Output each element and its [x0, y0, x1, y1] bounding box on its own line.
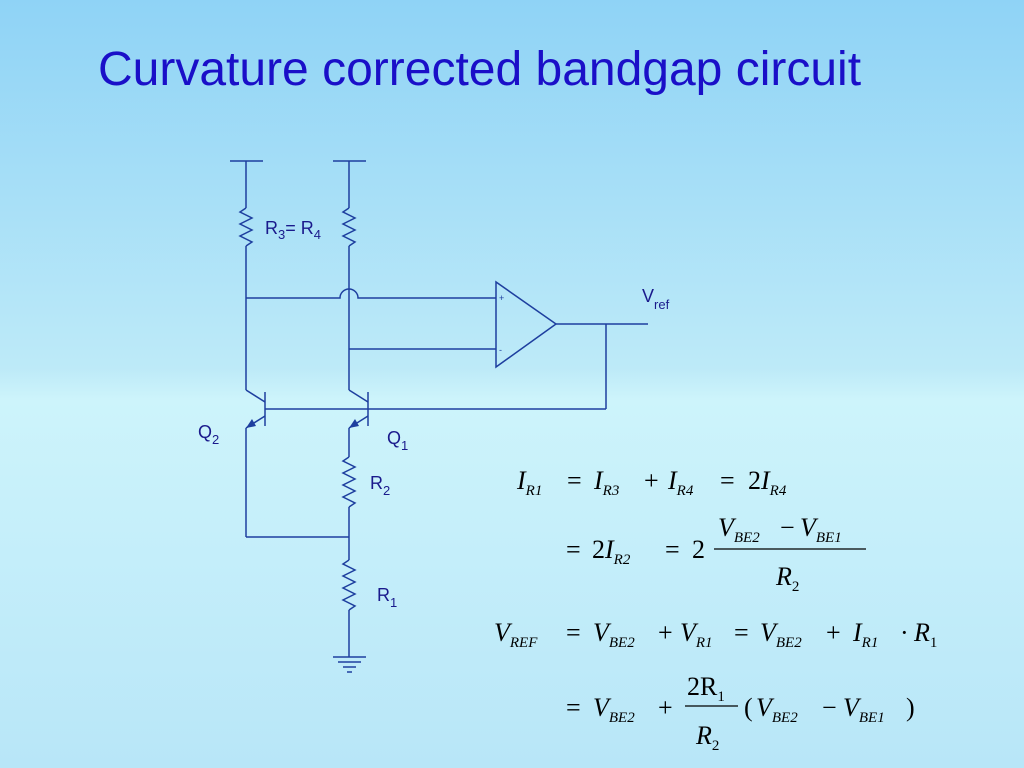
svg-text:VR1: VR1: [680, 618, 713, 651]
label-r2: R2: [370, 473, 390, 498]
svg-text:VBE2: VBE2: [760, 618, 802, 651]
label-vref: Vref: [642, 286, 670, 312]
opamp-symbol: [495, 280, 558, 369]
svg-text:+: +: [658, 693, 673, 722]
svg-text:+: +: [644, 466, 659, 495]
svg-text:=: =: [566, 535, 581, 564]
svg-text:+: +: [658, 618, 673, 647]
svg-text:R2: R2: [775, 562, 799, 595]
svg-text:=: =: [734, 618, 749, 647]
svg-text:VBE2: VBE2: [593, 618, 635, 651]
svg-text:VBE2: VBE2: [718, 513, 760, 546]
label-q1: Q1: [387, 428, 408, 453]
svg-text:IR1: IR1: [852, 618, 878, 651]
resistor-r1: [341, 559, 357, 611]
svg-text:2IR2: 2IR2: [592, 535, 631, 568]
svg-text:VBE2: VBE2: [593, 693, 635, 726]
wire-to-plus-input: [246, 288, 496, 299]
svg-text:R1: R1: [913, 618, 937, 651]
svg-text:=: =: [566, 618, 581, 647]
svg-text:): ): [906, 693, 915, 722]
slide-title: Curvature corrected bandgap circuit: [98, 43, 862, 96]
svg-text:=: =: [720, 466, 735, 495]
svg-text:2: 2: [692, 535, 705, 564]
svg-text:2IR4: 2IR4: [748, 466, 787, 499]
svg-text:IR3: IR3: [593, 466, 619, 499]
label-r1: R1: [377, 585, 397, 610]
resistor-r2: [341, 456, 357, 508]
equation-2: = 2IR2 = 2 VBE2 − VBE1 R2: [566, 513, 866, 595]
svg-text:R2: R2: [695, 721, 719, 754]
svg-text:2R1: 2R1: [687, 672, 725, 705]
svg-text:VBE1: VBE1: [843, 693, 885, 726]
equation-1: IR1 = IR3 + IR4 = 2IR4: [516, 466, 787, 499]
svg-text:=: =: [567, 466, 582, 495]
svg-text:(: (: [744, 693, 753, 722]
opamp-minus-sign: -: [499, 345, 502, 355]
svg-text:IR4: IR4: [667, 466, 694, 499]
equation-3: VREF = VBE2 + VR1 = VBE2 + IR1 · R1: [494, 618, 937, 651]
svg-text:−: −: [780, 513, 795, 542]
label-q2: Q2: [198, 422, 219, 447]
svg-text:VBE2: VBE2: [756, 693, 798, 726]
svg-text:=: =: [566, 693, 581, 722]
svg-text:VREF: VREF: [494, 618, 538, 651]
ground-icon: [333, 656, 366, 673]
resistor-r3: [238, 207, 254, 247]
svg-text:+: +: [826, 618, 841, 647]
svg-text:VBE1: VBE1: [800, 513, 842, 546]
svg-text:−: −: [822, 693, 837, 722]
svg-text:IR1: IR1: [516, 466, 542, 499]
q1-emitter-arrow: [349, 419, 359, 428]
svg-text:=: =: [665, 535, 680, 564]
resistor-r4: [341, 207, 357, 247]
q2-emitter-arrow: [246, 419, 256, 428]
opamp-plus-sign: +: [499, 293, 504, 303]
svg-text:·: ·: [900, 618, 909, 647]
label-r3-r4: R3= R4: [265, 218, 321, 242]
equation-4: = VBE2 + 2R1 R2 ( VBE2 − VBE1 ): [566, 672, 915, 754]
